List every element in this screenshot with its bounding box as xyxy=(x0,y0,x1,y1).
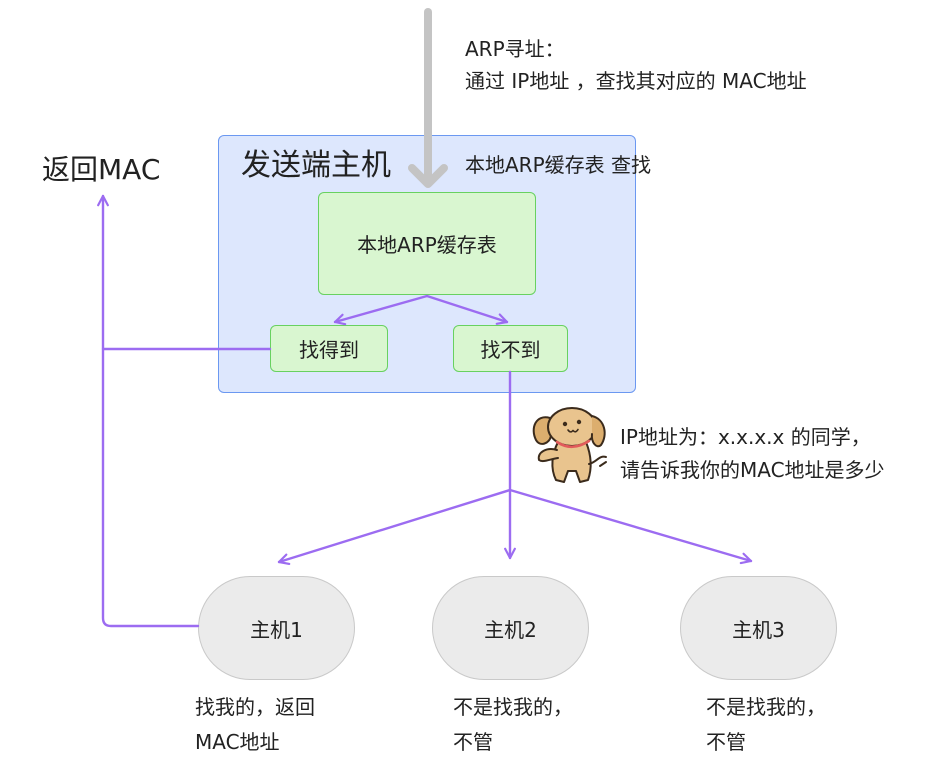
not-found-box: 找不到 xyxy=(453,325,568,372)
host-3: 主机3 xyxy=(680,576,837,680)
dog-mascot-icon xyxy=(532,407,607,483)
dog-tail xyxy=(588,455,607,467)
dog-collar xyxy=(555,439,591,449)
dog-right-ear xyxy=(590,415,606,448)
host-3-note-line-2: 不管 xyxy=(706,730,746,754)
arp-note-title: ARP寻址： xyxy=(465,37,565,61)
return-mac-label: 返回MAC xyxy=(42,153,161,186)
arp-cache-table-label: 本地ARP缓存表 xyxy=(357,233,497,257)
dog-mouth xyxy=(567,428,579,433)
broadcast-note-line-2: 请告诉我你的MAC地址是多少 xyxy=(620,458,885,482)
sender-host-title: 发送端主机 xyxy=(241,148,391,183)
host-1: 主机1 xyxy=(198,576,355,680)
host-2: 主机2 xyxy=(432,576,589,680)
host-2-label: 主机2 xyxy=(484,617,537,642)
host-2-note-line-1: 不是找我的， xyxy=(453,695,573,719)
host-2-note-line-2: 不管 xyxy=(453,730,493,754)
arp-addressing-note: ARP寻址： 通过 IP地址 ，查找其对应的 MAC地址 xyxy=(465,33,807,97)
not-found-label: 找不到 xyxy=(480,338,541,362)
dog-left-eye xyxy=(562,421,568,427)
found-box: 找得到 xyxy=(270,325,388,372)
host-1-note-line-1: 找我的，返回 xyxy=(195,695,315,719)
arrow-broadcast-to-host-1 xyxy=(277,488,512,565)
dog-right-eye xyxy=(576,419,582,425)
arp-cache-table-box: 本地ARP缓存表 xyxy=(318,192,536,295)
host-2-note: 不是找我的， 不管 xyxy=(453,690,573,760)
arp-note-description: 通过 IP地址 ，查找其对应的 MAC地址 xyxy=(465,69,807,93)
host-1-note: 找我的，返回 MAC地址 xyxy=(195,690,315,760)
arrow-host-1-return-mac xyxy=(97,194,200,628)
dog-waving-arm xyxy=(537,448,559,463)
host-3-label: 主机3 xyxy=(732,617,785,642)
host-1-label: 主机1 xyxy=(250,617,303,642)
dog-left-ear xyxy=(532,416,552,445)
found-label: 找得到 xyxy=(299,338,359,362)
broadcast-note-line-1: IP地址为：x.x.x.x 的同学， xyxy=(620,425,871,449)
cache-lookup-note: 本地ARP缓存表 查找 xyxy=(465,153,651,177)
host-1-note-line-2: MAC地址 xyxy=(195,730,280,754)
arrow-broadcast-to-host-3 xyxy=(508,488,753,565)
host-3-note: 不是找我的， 不管 xyxy=(706,690,826,760)
host-3-note-line-1: 不是找我的， xyxy=(706,695,826,719)
broadcast-question-note: IP地址为：x.x.x.x 的同学， 请告诉我你的MAC地址是多少 xyxy=(620,421,885,487)
